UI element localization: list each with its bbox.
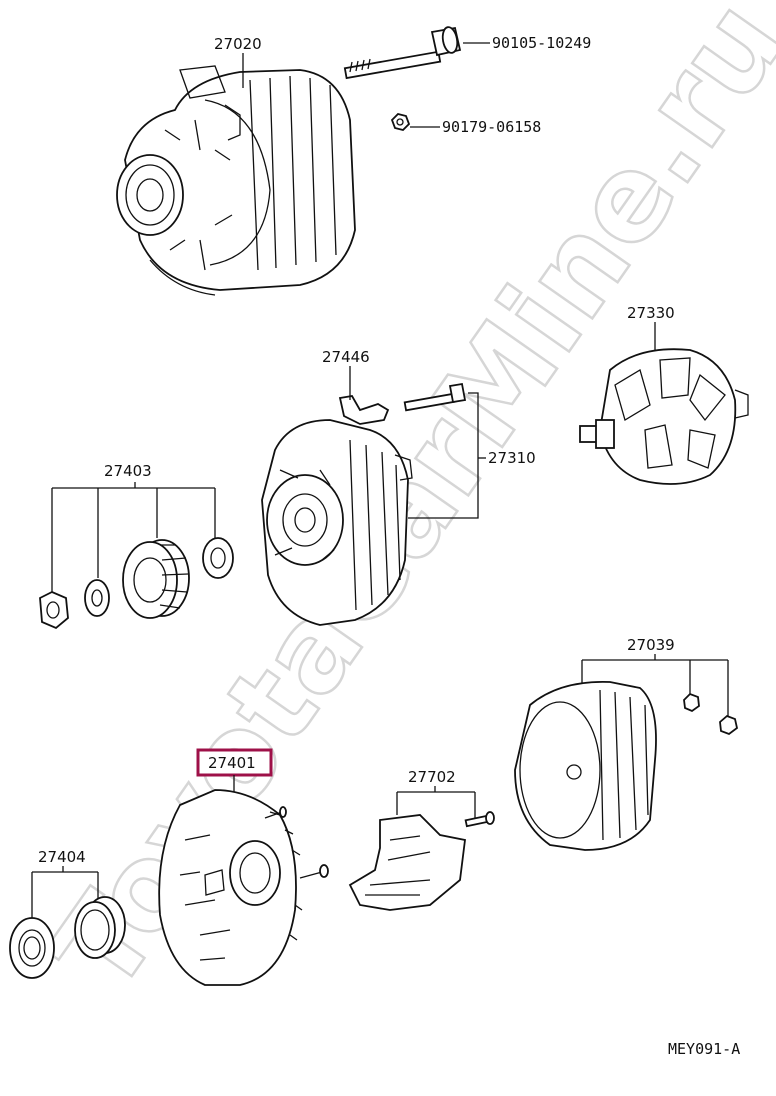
drive-end-frame[interactable] — [261, 419, 413, 626]
label-90179-06158: 90179-06158 — [442, 118, 541, 136]
alternator-assembly[interactable] — [116, 65, 356, 296]
bolt-part[interactable] — [343, 26, 462, 80]
label-27401: 27401 — [208, 754, 256, 772]
pulley-spacer-part[interactable] — [202, 537, 234, 579]
label-27446: 27446 — [322, 348, 370, 366]
label-27403: 27403 — [104, 462, 152, 480]
pulley-nut-part[interactable] — [39, 591, 69, 630]
label-90105-10249: 90105-10249 — [492, 34, 591, 52]
pulley-part[interactable] — [122, 539, 190, 619]
cover-nut-left-part[interactable] — [683, 692, 700, 713]
cover-nut-right-part[interactable] — [719, 714, 739, 736]
bearing-part[interactable] — [9, 917, 55, 979]
regulator-part[interactable] — [348, 814, 466, 911]
frame-stud-upper-part[interactable] — [264, 806, 287, 819]
pulley-washer-part[interactable] — [84, 579, 110, 617]
frame-bolt-part[interactable] — [403, 382, 467, 412]
label-27330: 27330 — [627, 304, 675, 322]
label-27039: 27039 — [627, 636, 675, 654]
label-27310: 27310 — [488, 449, 536, 467]
frame-stud-lower-part[interactable] — [299, 864, 329, 879]
highlight-box-27401[interactable] — [196, 748, 273, 777]
label-27020: 27020 — [214, 35, 262, 53]
bearing-cover-part[interactable] — [74, 896, 126, 959]
rotor-assembly[interactable] — [579, 348, 749, 485]
terminal-insulator-part[interactable] — [338, 395, 390, 425]
rear-cover-part[interactable] — [514, 680, 657, 851]
diagram-code: MEY091-A — [668, 1040, 740, 1058]
rectifier-end-frame[interactable] — [158, 789, 303, 986]
label-27702: 27702 — [408, 768, 456, 786]
nut-part[interactable] — [390, 113, 411, 131]
label-27404: 27404 — [38, 848, 86, 866]
regulator-screw-part[interactable] — [464, 811, 495, 828]
